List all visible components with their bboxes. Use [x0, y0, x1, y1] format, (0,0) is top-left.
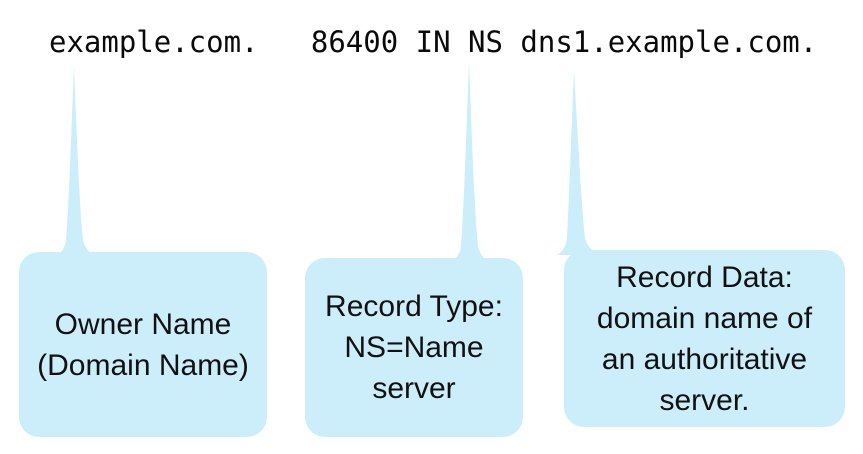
- callout-record-data-line: server.: [659, 383, 750, 417]
- dns-record-text: example.com. 86400 IN NS dns1.example.co…: [49, 25, 818, 59]
- callout-record-type: Record Type: NS=Name server: [305, 258, 523, 437]
- callout-owner-name-line: (Domain Name): [37, 348, 249, 382]
- callout-record-data-line: an authoritative: [601, 342, 808, 376]
- callout-owner-name: Owner Name (Domain Name): [19, 252, 267, 437]
- callout-pointer-owner-name: [52, 66, 100, 257]
- callout-record-data: Record Data: domain name of an authorita…: [564, 250, 845, 427]
- callout-record-data-line: domain name of: [596, 301, 813, 335]
- callout-record-type-line: NS=Name: [344, 331, 484, 364]
- callout-owner-name-line: Owner Name: [54, 307, 232, 341]
- callout-pointer-record-type: [447, 62, 493, 263]
- callout-record-type-line: Record Type:: [325, 290, 503, 323]
- callout-pointer-record-data: [556, 70, 602, 255]
- callout-record-data-line: Record Data:: [616, 260, 793, 294]
- callout-record-type-line: server: [372, 372, 456, 405]
